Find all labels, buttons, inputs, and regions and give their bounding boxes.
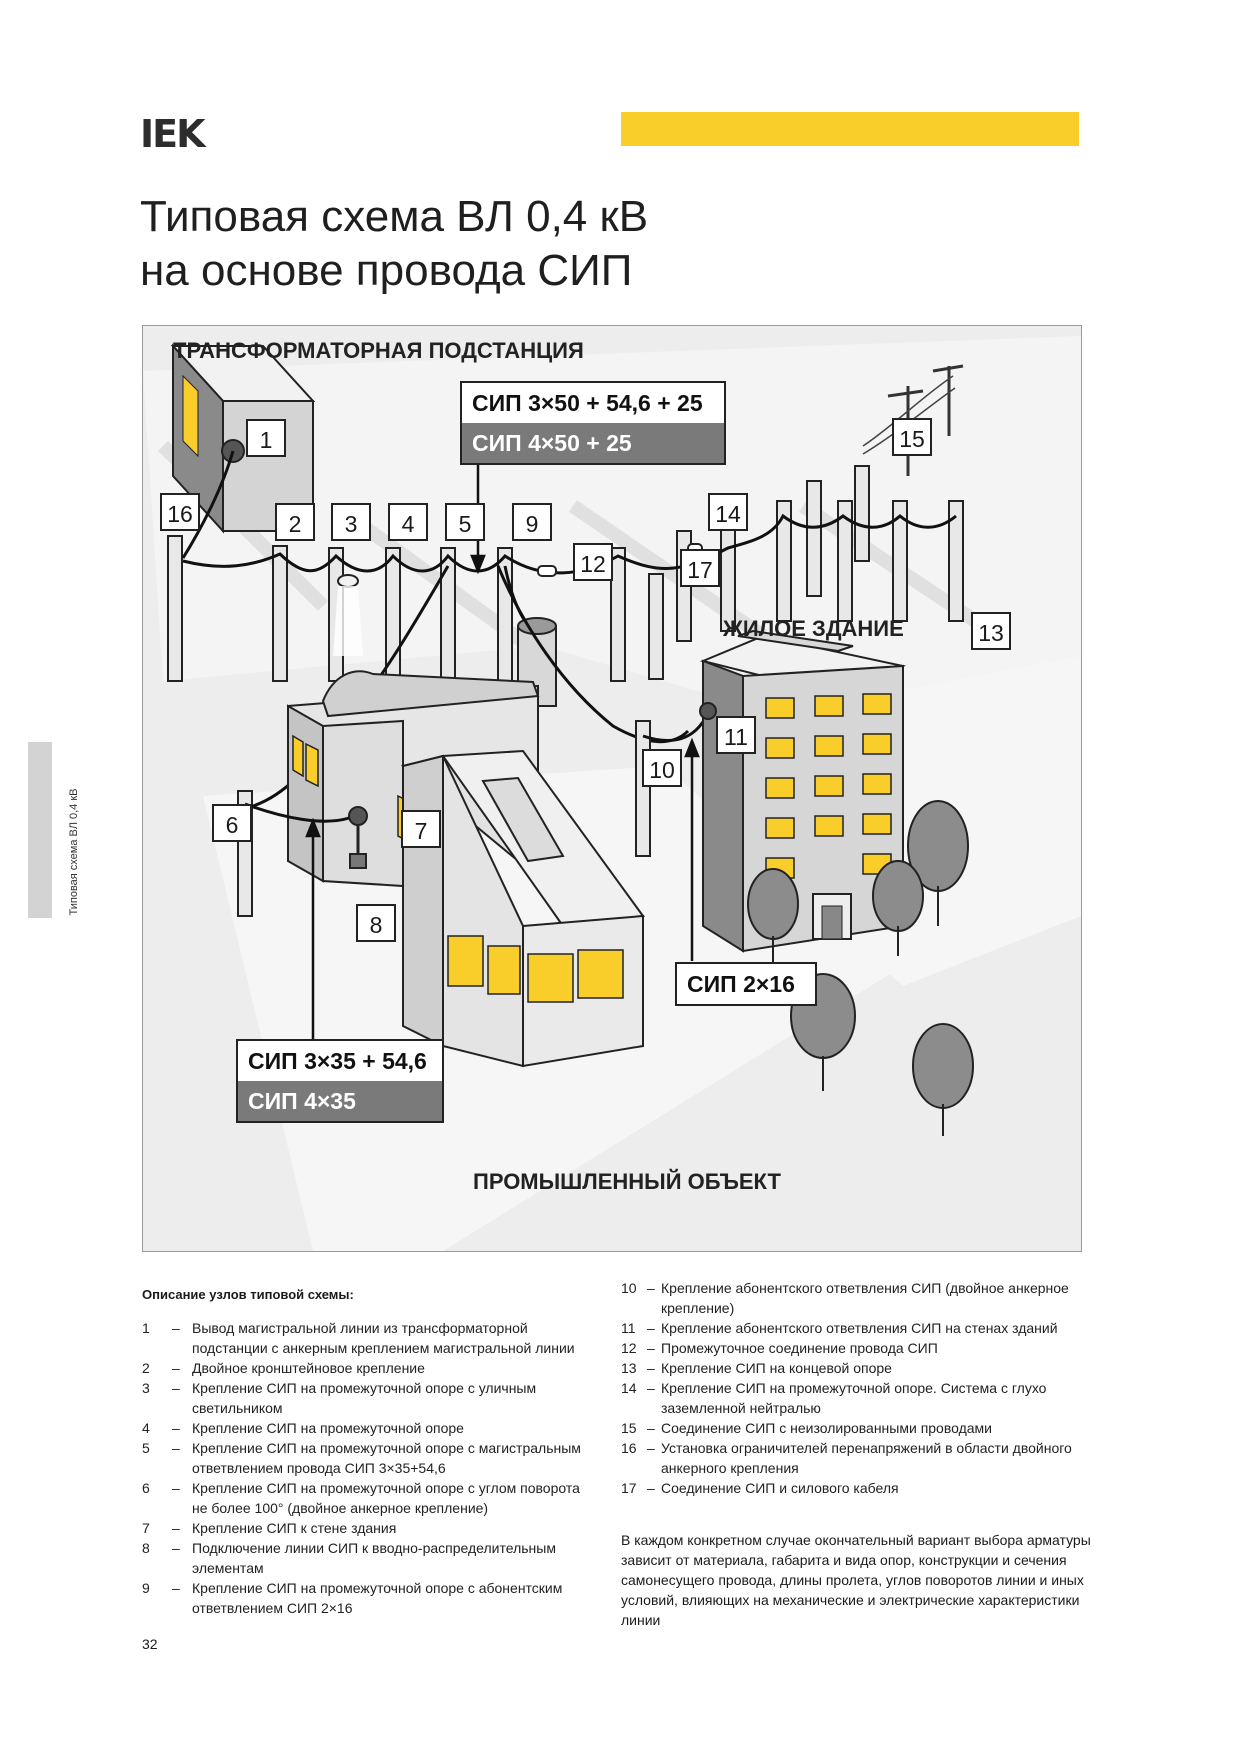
callout-2: 2 (275, 503, 315, 541)
callout-10: 10 (642, 749, 682, 787)
side-tab-text: Типовая схема ВЛ 0,4 кВ (68, 788, 80, 916)
list-item: 8–Подключение линии СИП к вводно-распред… (142, 1540, 556, 1576)
label-residential: ЖИЛОЕ ЗДАНИЕ (723, 616, 904, 641)
industrial-building (287, 617, 645, 1068)
cable-industrial-line1: СИП 3×35 + 54,6 (238, 1041, 442, 1081)
title-line-2: на основе провода СИП (140, 246, 633, 295)
scheme-drawing (143, 336, 1081, 1251)
list-item: 6–Крепление СИП на промежуточной опоре с… (142, 1480, 580, 1516)
scheme-illustration: ТРАНСФОРМАТОРНАЯ ПОДСТАНЦИЯ ЖИЛОЕ ЗДАНИЕ… (142, 325, 1082, 1252)
callout-1: 1 (246, 419, 286, 457)
substation-output-cable (181, 450, 235, 559)
title-line-1: Типовая схема ВЛ 0,4 кВ (140, 192, 649, 241)
callout-12: 12 (573, 543, 613, 581)
cable-main-line1: СИП 3×50 + 54,6 + 25 (462, 383, 724, 423)
callout-16: 16 (160, 493, 200, 531)
list-item: 9–Крепление СИП на промежуточной опоре с… (142, 1580, 563, 1616)
cable-label-industrial: СИП 3×35 + 54,6 СИП 4×35 (236, 1039, 444, 1123)
description-list-left: 1–Вывод магистральной линии из трансформ… (142, 1318, 590, 1618)
callout-3: 3 (331, 503, 371, 541)
callout-6: 6 (212, 804, 252, 842)
selection-note: В каждом конкретном случае окончательный… (621, 1532, 1091, 1628)
list-item: 5–Крепление СИП на промежуточной опоре с… (142, 1440, 581, 1476)
list-item: 4–Крепление СИП на промежуточной опоре (142, 1420, 464, 1436)
side-tab-marker (28, 742, 52, 918)
callout-11: 11 (716, 716, 756, 754)
description-heading: Описание узлов типовой схемы: (142, 1287, 354, 1302)
list-item: 3–Крепление СИП на промежуточной опоре с… (142, 1380, 537, 1416)
list-item: 10–Крепление абонентского ответвления СИ… (621, 1280, 1069, 1316)
street-light (333, 574, 363, 656)
callout-5: 5 (445, 503, 485, 541)
callout-14: 14 (708, 493, 748, 531)
cable-residential-line1: СИП 2×16 (677, 964, 815, 1004)
trees (747, 800, 974, 1136)
callout-17: 17 (680, 549, 720, 587)
transformer-substation (170, 343, 316, 534)
iek-logo: IEK (140, 112, 206, 156)
list-item: 1–Вывод магистральной линии из трансформ… (142, 1320, 575, 1356)
list-item: 16–Установка ограничителей перенапряжени… (621, 1440, 1072, 1476)
label-industrial: ПРОМЫШЛЕННЫЙ ОБЪЕКТ (473, 1169, 781, 1194)
callout-7: 7 (401, 810, 441, 848)
cable-label-residential: СИП 2×16 (675, 962, 817, 1006)
callout-13: 13 (971, 612, 1011, 650)
list-item: 12–Промежуточное соединение провода СИП (621, 1340, 938, 1356)
cable-main-line2: СИП 4×50 + 25 (462, 423, 724, 463)
list-item: 7–Крепление СИП к стене здания (142, 1520, 397, 1536)
callout-15: 15 (892, 418, 932, 456)
list-item: 11–Крепление абонентского ответвления СИ… (621, 1320, 1058, 1336)
main-sip-line (182, 513, 957, 575)
poles-front-row (167, 465, 964, 682)
list-item: 14–Крепление СИП на промежуточной опоре.… (621, 1380, 1047, 1416)
list-item: 15–Соединение СИП с неизолированными про… (621, 1420, 993, 1436)
list-item: 13–Крепление СИП на концевой опоре (621, 1360, 892, 1376)
list-item: 17–Соединение СИП и силового кабеля (621, 1480, 899, 1496)
callout-8: 8 (356, 904, 396, 942)
cable-label-main: СИП 3×50 + 54,6 + 25 СИП 4×50 + 25 (460, 381, 726, 465)
list-item: 2–Двойное кронштейновое крепление (142, 1360, 425, 1376)
cable-industrial-line2: СИП 4×35 (238, 1081, 442, 1121)
label-substation: ТРАНСФОРМАТОРНАЯ ПОДСТАНЦИЯ (173, 338, 584, 363)
header-accent-bar (621, 112, 1079, 146)
description-list-right: 10–Крепление абонентского ответвления СИ… (621, 1278, 1079, 1498)
callout-9: 9 (512, 503, 552, 541)
page-number: 32 (142, 1636, 158, 1652)
page-title: Типовая схема ВЛ 0,4 кВ на основе провод… (140, 190, 648, 298)
callout-4: 4 (388, 503, 428, 541)
